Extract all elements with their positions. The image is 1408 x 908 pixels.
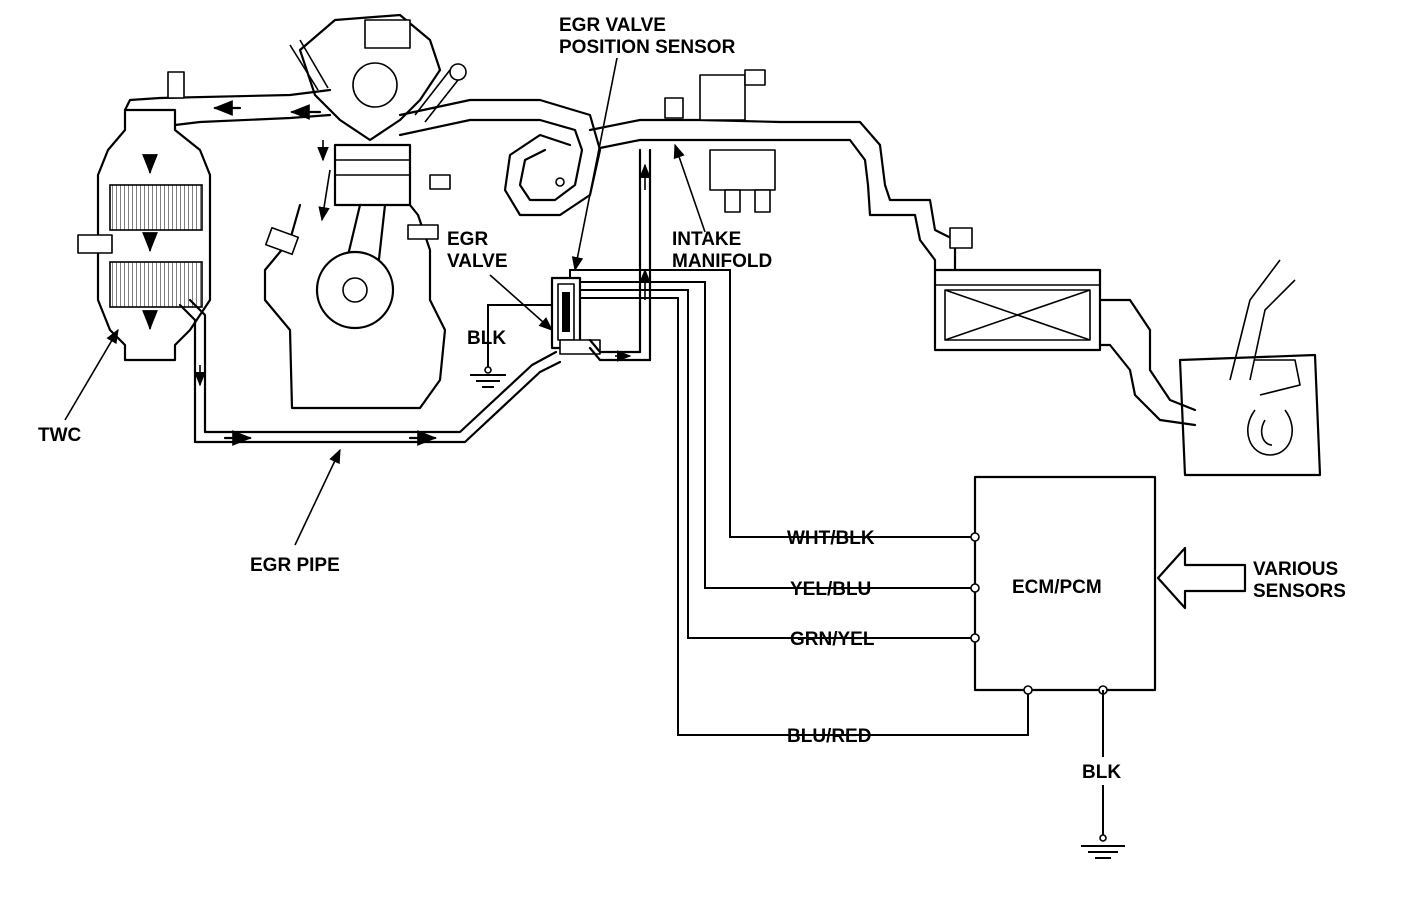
egr-pipe bbox=[178, 298, 562, 446]
wire-label-blu-red: BLU/RED bbox=[787, 726, 871, 747]
egr-valve-label-2: VALVE bbox=[447, 251, 508, 272]
egr-valve-label: EGR bbox=[447, 229, 488, 250]
ecm-ground bbox=[1081, 690, 1125, 859]
throttle-body bbox=[664, 69, 973, 272]
egr-valve bbox=[550, 148, 652, 362]
intake-manifold-label-2: MANIFOLD bbox=[672, 251, 772, 272]
egr-valve-ground bbox=[470, 304, 552, 388]
twc-label: TWC bbox=[38, 425, 82, 446]
resonator bbox=[1178, 259, 1322, 477]
egr-valve-position-sensor-label: EGR VALVE bbox=[559, 15, 666, 36]
egr-pipe-label: EGR PIPE bbox=[250, 555, 340, 576]
leader-lines bbox=[64, 57, 706, 546]
various-sensors-label: VARIOUS bbox=[1253, 559, 1338, 580]
wire-label-wht-blk: WHT/BLK bbox=[787, 528, 875, 549]
intake-manifold-label: INTAKE bbox=[672, 229, 741, 250]
wire-label-yel-blu: YEL/BLU bbox=[790, 579, 871, 600]
wire-harness bbox=[569, 269, 1029, 736]
various-sensors-label-2: SENSORS bbox=[1253, 581, 1346, 602]
blk-ground-valve-label: BLK bbox=[467, 328, 506, 349]
intake-manifold bbox=[398, 98, 782, 217]
sensor-input-arrow-icon bbox=[1156, 546, 1247, 610]
exhaust-pipe bbox=[123, 71, 332, 127]
engine-block bbox=[263, 13, 467, 410]
twc-converter bbox=[77, 108, 212, 362]
blk-ground-ecm-label: BLK bbox=[1082, 762, 1121, 783]
egr-valve-position-sensor-label-2: POSITION SENSOR bbox=[559, 37, 736, 58]
ecm-pcm-box bbox=[970, 475, 1157, 695]
wire-label-grn-yel: GRN/YEL bbox=[790, 629, 875, 650]
ecm-pcm-label: ECM/PCM bbox=[1012, 577, 1102, 598]
air-cleaner bbox=[933, 268, 1197, 427]
